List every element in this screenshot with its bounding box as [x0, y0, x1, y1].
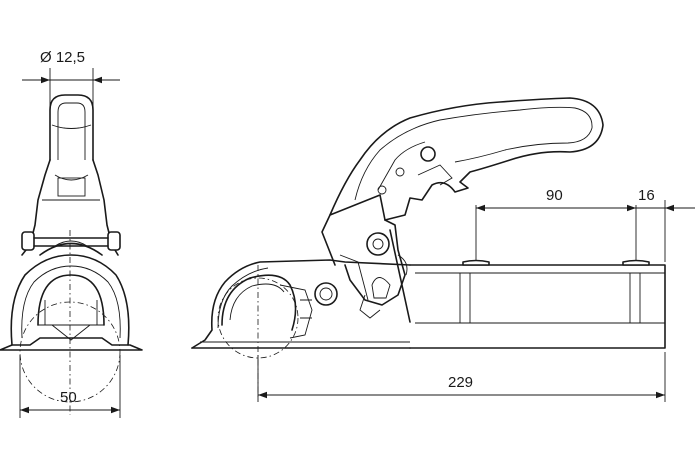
ball-width-label: 50 — [60, 389, 77, 406]
overall-length-label: 229 — [448, 374, 473, 391]
dimension-overall-length: 229 — [257, 352, 666, 402]
dimension-hole-spacing: 90 — [475, 187, 637, 260]
dimension-pin-diameter: Ø 12,5 — [22, 49, 120, 120]
end-offset-label: 16 — [638, 187, 655, 204]
dimension-ball-width: 50 — [19, 355, 121, 418]
front-view — [0, 94, 143, 415]
dimension-end-offset: 16 — [636, 187, 695, 262]
side-view — [191, 97, 666, 400]
hole-spacing-label: 90 — [546, 187, 563, 204]
pin-diameter-label: Ø 12,5 — [40, 49, 85, 66]
